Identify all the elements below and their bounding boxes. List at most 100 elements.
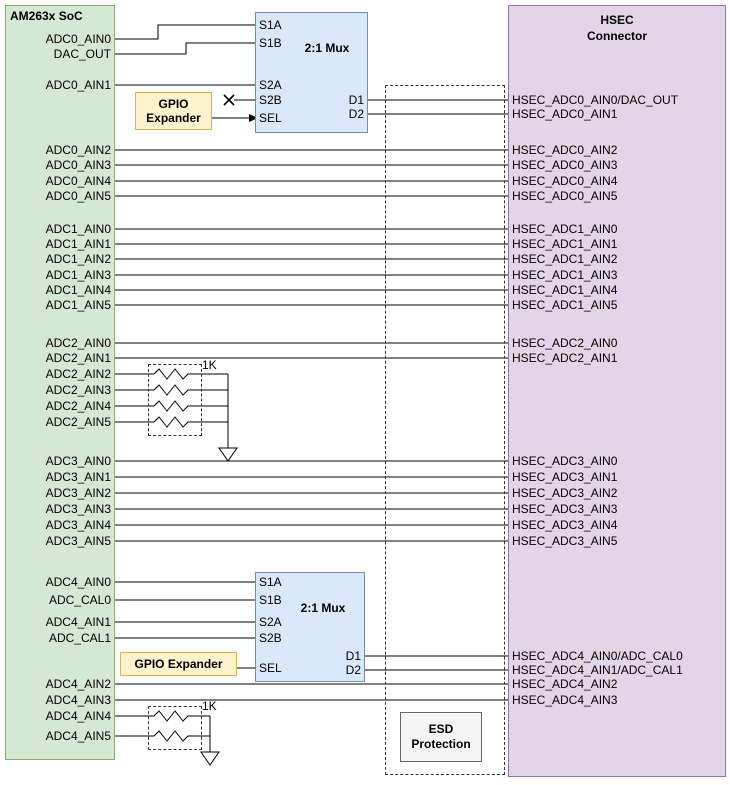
soc-pin-label: ADC3_AIN2 — [45, 486, 111, 500]
soc-pin-label: ADC_CAL1 — [48, 631, 111, 645]
hsec-pin-label: HSEC_ADC0_AIN1 — [512, 107, 618, 121]
soc-pin-label: ADC1_AIN0 — [45, 222, 111, 236]
hsec-pin-label: HSEC_ADC0_AIN3 — [512, 158, 618, 172]
gpio-expander-top-block: GPIO Expander — [135, 92, 212, 130]
gpio-expander-top-line2: Expander — [146, 111, 201, 125]
soc-pin-label: ADC3_AIN0 — [45, 454, 111, 468]
soc-pin-label: ADC0_AIN0 — [45, 32, 111, 46]
mux-bottom-input-s1a: S1A — [259, 575, 282, 589]
soc-pin-label: ADC4_AIN2 — [45, 677, 111, 691]
mux-bottom-block — [255, 572, 365, 682]
hsec-title-line2: Connector — [587, 29, 647, 43]
hsec-pin-label: HSEC_ADC0_AIN0/DAC_OUT — [512, 93, 679, 107]
soc-pin-label: ADC4_AIN0 — [45, 575, 111, 589]
mux-top-output-d1: D1 — [348, 93, 364, 107]
soc-pin-label: ADC1_AIN3 — [45, 268, 111, 282]
soc-pin-label: ADC2_AIN1 — [45, 351, 111, 365]
soc-pin-label: ADC2_AIN2 — [45, 367, 111, 381]
mux-bottom-output-d2: D2 — [345, 663, 361, 677]
mux-bottom-output-d1: D1 — [345, 649, 361, 663]
soc-pin-label: ADC0_AIN1 — [45, 78, 111, 92]
soc-pin-label: ADC1_AIN5 — [45, 298, 111, 312]
hsec-pin-label: HSEC_ADC4_AIN0/ADC_CAL0 — [512, 649, 683, 663]
mux-top-input-s1a: S1A — [259, 18, 282, 32]
soc-pin-label: ADC2_AIN3 — [45, 383, 111, 397]
hsec-pin-label: HSEC_ADC3_AIN0 — [512, 454, 618, 468]
hsec-pin-label: HSEC_ADC0_AIN4 — [512, 174, 618, 188]
adc4-resistor-group — [148, 706, 202, 750]
soc-pin-label: ADC0_AIN4 — [45, 174, 111, 188]
mux-bottom-input-s1b: S1B — [259, 593, 282, 607]
soc-pin-label: ADC3_AIN1 — [45, 470, 111, 484]
mux-top-title: 2:1 Mux — [304, 41, 350, 55]
soc-pin-label: ADC1_AIN2 — [45, 252, 111, 266]
hsec-pin-label: HSEC_ADC3_AIN3 — [512, 502, 618, 516]
ground-symbol-adc2 — [218, 447, 238, 462]
no-connect-x-icon — [223, 94, 235, 106]
hsec-pin-label: HSEC_ADC1_AIN3 — [512, 268, 618, 282]
mux-top-input-s2a: S2A — [259, 78, 282, 92]
soc-pin-label: ADC4_AIN1 — [45, 615, 111, 629]
hsec-pin-label: HSEC_ADC1_AIN1 — [512, 237, 618, 251]
esd-protection-region — [385, 85, 505, 775]
soc-pin-label: ADC1_AIN1 — [45, 237, 111, 251]
hsec-pin-label: HSEC_ADC0_AIN2 — [512, 143, 618, 157]
resistor-value-bottom: 1K — [202, 699, 217, 713]
sel-arrowhead-icon — [249, 114, 258, 122]
hsec-pin-label: HSEC_ADC3_AIN1 — [512, 470, 618, 484]
soc-pin-label: ADC4_AIN4 — [45, 709, 111, 723]
gpio-expander-bottom-block: GPIO Expander — [120, 652, 237, 676]
esd-label-line2: Protection — [411, 737, 471, 751]
hsec-pin-label: HSEC_ADC3_AIN2 — [512, 486, 618, 500]
esd-label-line1: ESD — [428, 722, 454, 736]
resistor-value-top: 1K — [202, 358, 217, 372]
hsec-title-line1: HSEC — [600, 13, 634, 27]
mux-bottom-input-s2b: S2B — [259, 631, 282, 645]
hsec-pin-label: HSEC_ADC2_AIN0 — [512, 336, 618, 350]
hsec-connector-block — [508, 5, 726, 777]
resistor-network-wires — [115, 368, 229, 752]
mux-bottom-input-s2a: S2A — [259, 615, 282, 629]
signal-wires — [115, 24, 508, 752]
mux-bottom-title: 2:1 Mux — [300, 601, 346, 615]
soc-pin-label: ADC_CAL0 — [48, 593, 111, 607]
soc-pin-label: ADC0_AIN3 — [45, 158, 111, 172]
soc-pin-label: ADC2_AIN0 — [45, 336, 111, 350]
mux-top-input-sel: SEL — [259, 111, 282, 125]
mux-top-block — [255, 12, 368, 133]
hsec-pin-label: HSEC_ADC1_AIN4 — [512, 283, 618, 297]
hsec-pin-label: HSEC_ADC4_AIN1/ADC_CAL1 — [512, 663, 683, 677]
hsec-pin-label: HSEC_ADC1_AIN0 — [512, 222, 618, 236]
soc-block — [5, 5, 115, 760]
hsec-pin-label: HSEC_ADC4_AIN3 — [512, 693, 618, 707]
hsec-pin-label: HSEC_ADC3_AIN4 — [512, 518, 618, 532]
soc-title: AM263x SoC — [10, 9, 83, 23]
soc-pin-label: ADC4_AIN5 — [45, 729, 111, 743]
esd-protection-block: ESD Protection — [400, 712, 482, 762]
gpio-expander-top-line1: GPIO — [158, 97, 189, 111]
mux-top-input-s1b: S1B — [259, 36, 282, 50]
soc-pin-label: ADC3_AIN5 — [45, 534, 111, 548]
soc-pin-label: ADC2_AIN5 — [45, 415, 111, 429]
mux-bottom-input-sel: SEL — [259, 661, 282, 675]
soc-pin-label: ADC3_AIN3 — [45, 502, 111, 516]
hsec-pin-label: HSEC_ADC4_AIN2 — [512, 677, 618, 691]
soc-pin-label: ADC3_AIN4 — [45, 518, 111, 532]
hsec-pin-label: HSEC_ADC1_AIN5 — [512, 298, 618, 312]
hsec-pin-label: HSEC_ADC1_AIN2 — [512, 252, 618, 266]
soc-pin-label: ADC2_AIN4 — [45, 399, 111, 413]
mux-top-input-s2b: S2B — [259, 93, 282, 107]
mux-top-wires — [115, 24, 508, 119]
straight-wires — [115, 149, 508, 701]
hsec-pin-label: HSEC_ADC3_AIN5 — [512, 534, 618, 548]
hsec-pin-label: HSEC_ADC0_AIN5 — [512, 189, 618, 203]
gpio-expander-bottom-label: GPIO Expander — [134, 657, 223, 671]
soc-pin-label: ADC4_AIN3 — [45, 693, 111, 707]
mux-bottom-wires — [115, 581, 508, 671]
soc-pin-label: ADC0_AIN5 — [45, 189, 111, 203]
adc2-resistor-group — [148, 364, 202, 436]
soc-pin-label: ADC0_AIN2 — [45, 143, 111, 157]
hsec-pin-label: HSEC_ADC2_AIN1 — [512, 351, 618, 365]
